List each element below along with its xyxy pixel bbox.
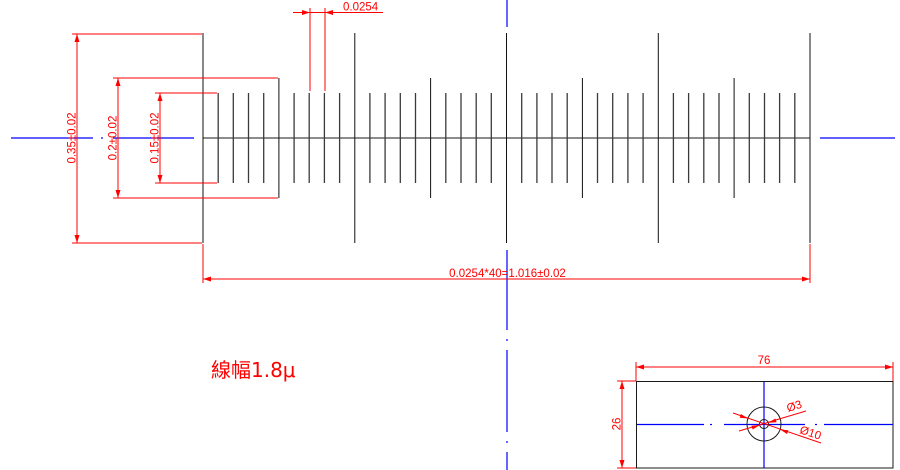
arrow-icon [780, 429, 789, 434]
short-tick-height-label: 0.15±0.02 [150, 112, 162, 163]
arrow-icon [768, 418, 777, 423]
pitch-dimension: 0.0254 [293, 2, 383, 91]
outer-ring-circle [746, 406, 782, 442]
scale-centerlines [11, 0, 895, 470]
line-width-note: 線幅1.8μ [211, 358, 296, 382]
slide-view: 76 26 Ø3 Ø10 [612, 355, 894, 469]
outer-ring-leader [732, 412, 822, 444]
short-tick-height-dimension: 0.15±0.02 [150, 92, 217, 184]
pitch-label: 0.0254 [343, 2, 379, 14]
scale-ticks [202, 33, 811, 243]
arrow-icon [739, 414, 748, 419]
micrometer-scale [202, 33, 811, 243]
total-length-dimension: 0.0254*40=1.016±0.02 [202, 244, 811, 283]
long-tick-height-dimension: 0.35±0.02 [67, 33, 202, 244]
mid-tick-height-label: 0.2±0.02 [108, 116, 120, 161]
slide-width-label: 76 [758, 355, 771, 367]
inner-hole-label: Ø3 [785, 399, 803, 415]
mid-tick-height-dimension: 0.2±0.02 [108, 77, 278, 199]
long-tick-height-label: 0.35±0.02 [67, 112, 79, 163]
inner-hole-circle [759, 419, 769, 429]
arrow-icon [751, 425, 760, 430]
total-length-label: 0.0254*40=1.016±0.02 [449, 268, 566, 280]
slide-height-label: 26 [612, 418, 624, 431]
